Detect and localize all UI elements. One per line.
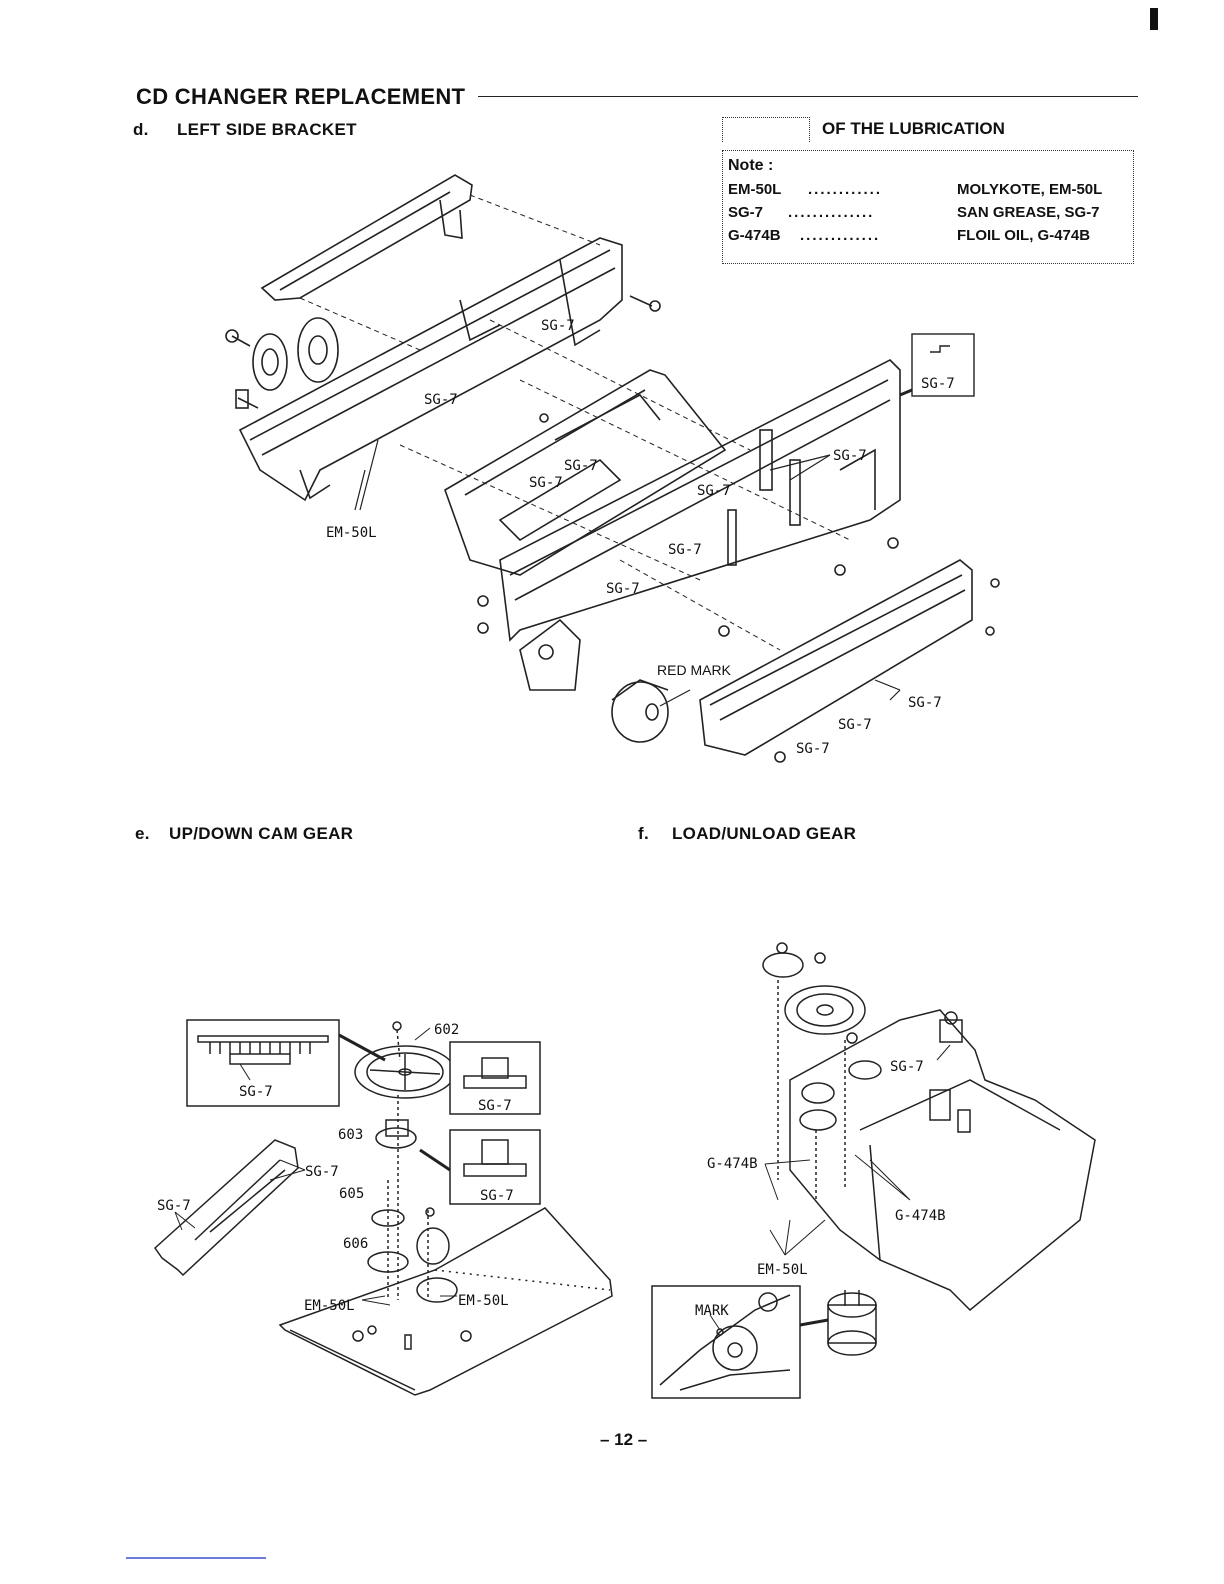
label-sg7: SG-7 <box>239 1084 273 1100</box>
label-sg7: SG-7 <box>890 1059 924 1075</box>
corner-mark <box>1150 8 1158 30</box>
section-e-title: UP/DOWN CAM GEAR <box>169 824 354 843</box>
page-number: – 12 – <box>600 1430 648 1449</box>
note-dots: ............ <box>808 181 883 198</box>
label-sg7: SG-7 <box>833 448 867 464</box>
label-sg7: SG-7 <box>157 1198 191 1214</box>
label-sg7: SG-7 <box>921 376 955 392</box>
section-f-title: LOAD/UNLOAD GEAR <box>672 824 857 843</box>
label-part-603: 603 <box>338 1127 363 1143</box>
label-sg7: SG-7 <box>478 1098 512 1114</box>
label-sg7: SG-7 <box>697 483 731 499</box>
note-code-sg7: SG-7 <box>728 204 764 221</box>
note-desc-em50l: MOLYKOTE, EM-50L <box>957 181 1103 198</box>
label-em50l: EM-50L <box>326 525 377 541</box>
note-desc-sg7: SAN GREASE, SG-7 <box>957 204 1100 221</box>
label-g474b: G-474B <box>707 1156 758 1172</box>
note-dots: .............. <box>788 204 875 221</box>
label-sg7: SG-7 <box>796 741 830 757</box>
label-mark: MARK <box>695 1303 729 1319</box>
label-g474b: G-474B <box>895 1208 946 1224</box>
lubrication-title-box <box>722 117 810 142</box>
note-code-g474b: G-474B <box>728 227 781 244</box>
label-sg7: SG-7 <box>541 318 575 334</box>
label-sg7: SG-7 <box>424 392 458 408</box>
diagram-up-down-cam-gear: SG-7 SG-7 SG-7 SG-7 SG-7 602 603 605 606… <box>154 1019 613 1396</box>
note-code-em50l: EM-50L <box>728 181 782 198</box>
note-desc-g474b: FLOIL OIL, G-474B <box>957 227 1091 244</box>
label-em50l: EM-50L <box>304 1298 355 1314</box>
lubrication-title: OF THE LUBRICATION <box>822 119 1005 138</box>
label-sg7: SG-7 <box>668 542 702 558</box>
label-em50l: EM-50L <box>458 1293 509 1309</box>
label-part-606: 606 <box>343 1236 368 1252</box>
header-rule <box>478 96 1138 97</box>
page-title: CD CHANGER REPLACEMENT <box>136 84 466 109</box>
label-em50l: EM-50L <box>757 1262 808 1278</box>
label-part-602: 602 <box>434 1022 459 1038</box>
label-sg7: SG-7 <box>908 695 942 711</box>
label-sg7: SG-7 <box>480 1188 514 1204</box>
diagram-left-side-bracket: SG-7 SG-7 SG-7 SG-7 SG-7 SG-7 SG-7 SG-7 … <box>225 174 1000 763</box>
section-d-letter: d. <box>133 120 149 139</box>
label-sg7: SG-7 <box>305 1164 339 1180</box>
section-f-letter: f. <box>638 824 649 843</box>
note-dots: ............. <box>800 227 881 244</box>
label-sg7: SG-7 <box>838 717 872 733</box>
label-part-605: 605 <box>339 1186 364 1202</box>
section-e-letter: e. <box>135 824 150 843</box>
label-red-mark: RED MARK <box>657 662 732 678</box>
label-sg7: SG-7 <box>529 475 563 491</box>
section-d-title: LEFT SIDE BRACKET <box>177 120 357 139</box>
note-label: Note : <box>728 157 774 174</box>
footer-line <box>126 1557 266 1559</box>
diagram-load-unload-gear: SG-7 G-474B G-474B EM-50L MARK <box>651 942 1096 1399</box>
lubrication-note-box <box>722 150 1134 264</box>
label-sg7: SG-7 <box>606 581 640 597</box>
label-sg7: SG-7 <box>564 458 598 474</box>
